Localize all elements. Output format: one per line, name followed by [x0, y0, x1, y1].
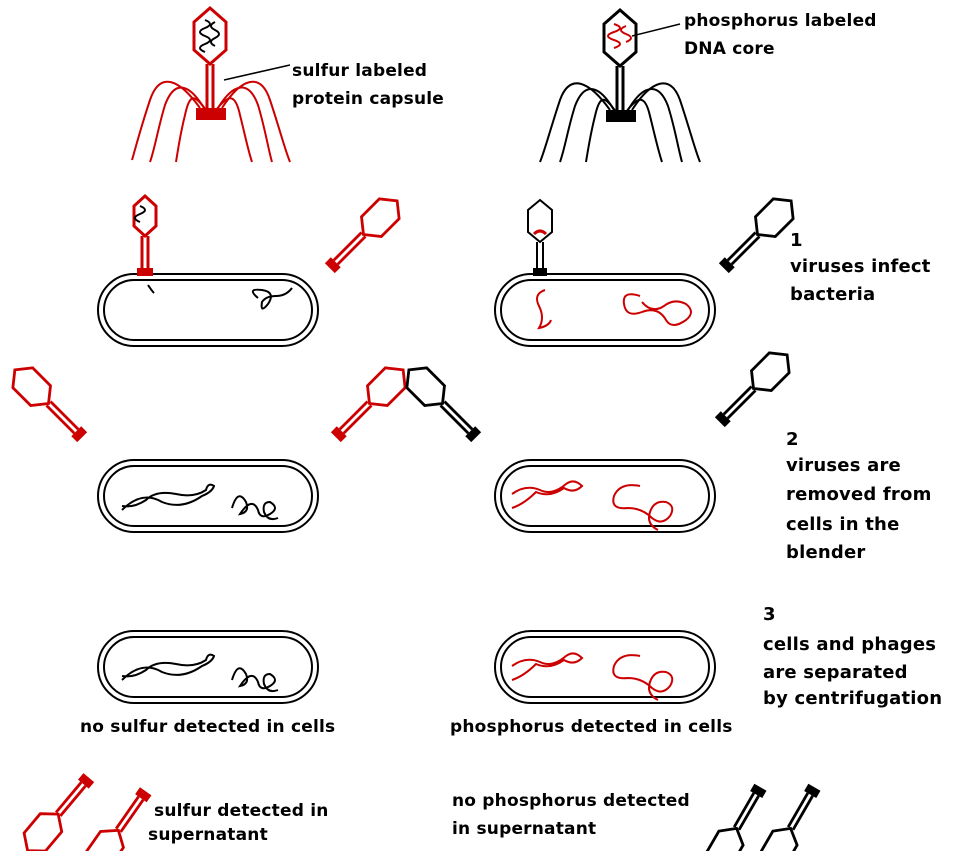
right-supernatant-line2: in supernatant — [452, 816, 596, 842]
step2-text-line3: cells in the — [786, 512, 899, 538]
step2-right-cell — [399, 345, 797, 532]
right-cells-result: phosphorus detected in cells — [450, 714, 733, 740]
step1-text-line2: bacteria — [790, 282, 875, 308]
phosphorus-pointer-line — [632, 24, 680, 36]
step3-text-line3: by centrifugation — [763, 686, 942, 712]
step3-right-cell — [495, 631, 715, 703]
step2-number: 2 — [786, 427, 799, 453]
left-supernatant-phages — [17, 769, 157, 851]
left-cells-result: no sulfur detected in cells — [80, 714, 335, 740]
step3-text-line2: are separated — [763, 660, 908, 686]
step2-text-line4: blender — [786, 540, 865, 566]
right-supernatant-line1: no phosphorus detected — [452, 788, 690, 814]
left-supernatant-line2: supernatant — [148, 822, 268, 848]
phosphorus-label-line1: phosphorus labeled — [684, 8, 877, 34]
step2-text-line2: removed from — [786, 482, 932, 508]
step3-text-line1: cells and phages — [763, 632, 936, 658]
step1-text-line1: viruses infect — [790, 254, 931, 280]
sulfur-label-line2: protein capsule — [292, 86, 444, 112]
phosphorus-label-line2: DNA core — [684, 36, 775, 62]
sulfur-labeled-phage — [132, 8, 290, 162]
step2-text-line1: viruses are — [786, 453, 901, 479]
step1-left-cell — [98, 191, 407, 346]
step1-right-cell — [495, 191, 801, 346]
left-supernatant-line1: sulfur detected in — [154, 798, 329, 824]
phosphorus-labeled-phage — [540, 10, 700, 162]
right-supernatant-phages — [701, 780, 827, 851]
sulfur-pointer-line — [224, 65, 290, 80]
step3-number: 3 — [763, 602, 776, 628]
step2-left-cell — [5, 360, 413, 532]
sulfur-label-line1: sulfur labeled — [292, 58, 427, 84]
step1-number: 1 — [790, 228, 803, 254]
step3-left-cell — [98, 631, 318, 703]
